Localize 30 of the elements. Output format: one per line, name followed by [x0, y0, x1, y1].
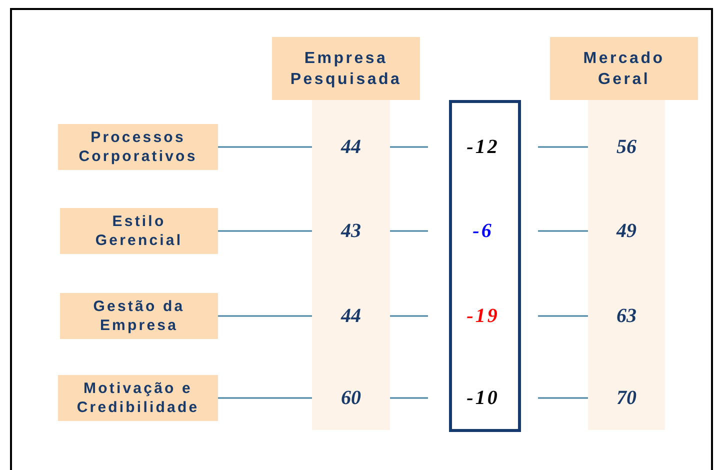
category-label: Estilo Gerencial — [60, 208, 218, 254]
difference-value: -6 — [472, 219, 494, 244]
difference-value: -12 — [466, 135, 500, 160]
connector-line — [218, 230, 312, 232]
connector-line — [390, 146, 428, 148]
connector-line — [538, 315, 588, 317]
score-value: 70 — [616, 386, 638, 411]
connector-line — [538, 230, 588, 232]
category-label: Gestão da Empresa — [60, 293, 218, 339]
connector-line — [538, 146, 588, 148]
connector-line — [218, 146, 312, 148]
connector-line — [390, 397, 428, 399]
score-value: 43 — [340, 219, 362, 244]
difference-value: -19 — [466, 304, 500, 329]
column-header: Empresa Pesquisada — [272, 37, 420, 100]
score-value: 44 — [340, 304, 362, 329]
score-value: 56 — [616, 135, 638, 160]
score-value: 60 — [340, 386, 362, 411]
score-value: 63 — [616, 304, 638, 329]
difference-value: -10 — [466, 386, 500, 411]
score-value: 44 — [340, 135, 362, 160]
column-header: Mercado Geral — [550, 37, 698, 100]
connector-line — [390, 315, 428, 317]
connector-line — [390, 230, 428, 232]
category-label: Processos Corporativos — [58, 124, 218, 170]
score-value: 49 — [615, 219, 638, 244]
connector-line — [218, 397, 312, 399]
category-label: Motivação e Credibilidade — [58, 375, 218, 421]
connector-line — [538, 397, 588, 399]
connector-line — [218, 315, 312, 317]
